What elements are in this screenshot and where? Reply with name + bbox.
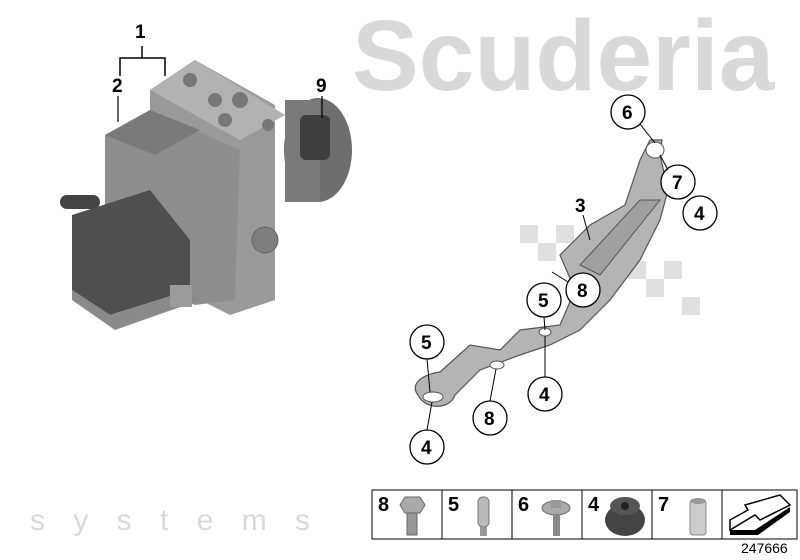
bushing-icon (689, 498, 707, 536)
callout-circles (409, 94, 718, 465)
legend-number: 4 (588, 494, 600, 516)
connector-nozzle (60, 195, 100, 209)
legend-number: 5 (448, 494, 459, 516)
callout-5: 5 (421, 333, 432, 354)
callout-1: 1 (135, 22, 146, 43)
callout-8: 8 (484, 409, 495, 430)
callout-7: 7 (672, 173, 683, 194)
callout-4: 4 (694, 204, 705, 225)
arrow-direction-icon (729, 494, 792, 535)
parts-legend: 8 5 6 4 7 (371, 489, 798, 540)
rubber-mount-icon (605, 497, 645, 536)
hex-bolt-icon (399, 496, 426, 536)
legend-number: 6 (518, 494, 529, 516)
mounting-bracket[interactable] (414, 139, 669, 407)
callout-6: 6 (622, 103, 633, 124)
flange-bolt-icon (541, 500, 571, 536)
callout-9: 9 (316, 76, 327, 97)
watermark-sub: s y s t e m s (30, 504, 320, 537)
callout-8: 8 (577, 281, 588, 302)
callout-3: 3 (575, 196, 586, 217)
diagram-number: 247666 (741, 540, 788, 556)
watermark-brand: Scuderia (352, 0, 776, 112)
legend-number: 7 (658, 494, 669, 516)
callout-4: 4 (421, 438, 432, 459)
callout-2: 2 (112, 76, 123, 97)
callout-5: 5 (538, 291, 549, 312)
callout-4: 4 (539, 385, 550, 406)
pin-icon (477, 496, 490, 536)
legend-number: 8 (378, 494, 389, 516)
abs-hydraulic-unit[interactable] (60, 60, 352, 330)
control-unit-cover (72, 190, 190, 315)
pump-connector (300, 115, 330, 160)
